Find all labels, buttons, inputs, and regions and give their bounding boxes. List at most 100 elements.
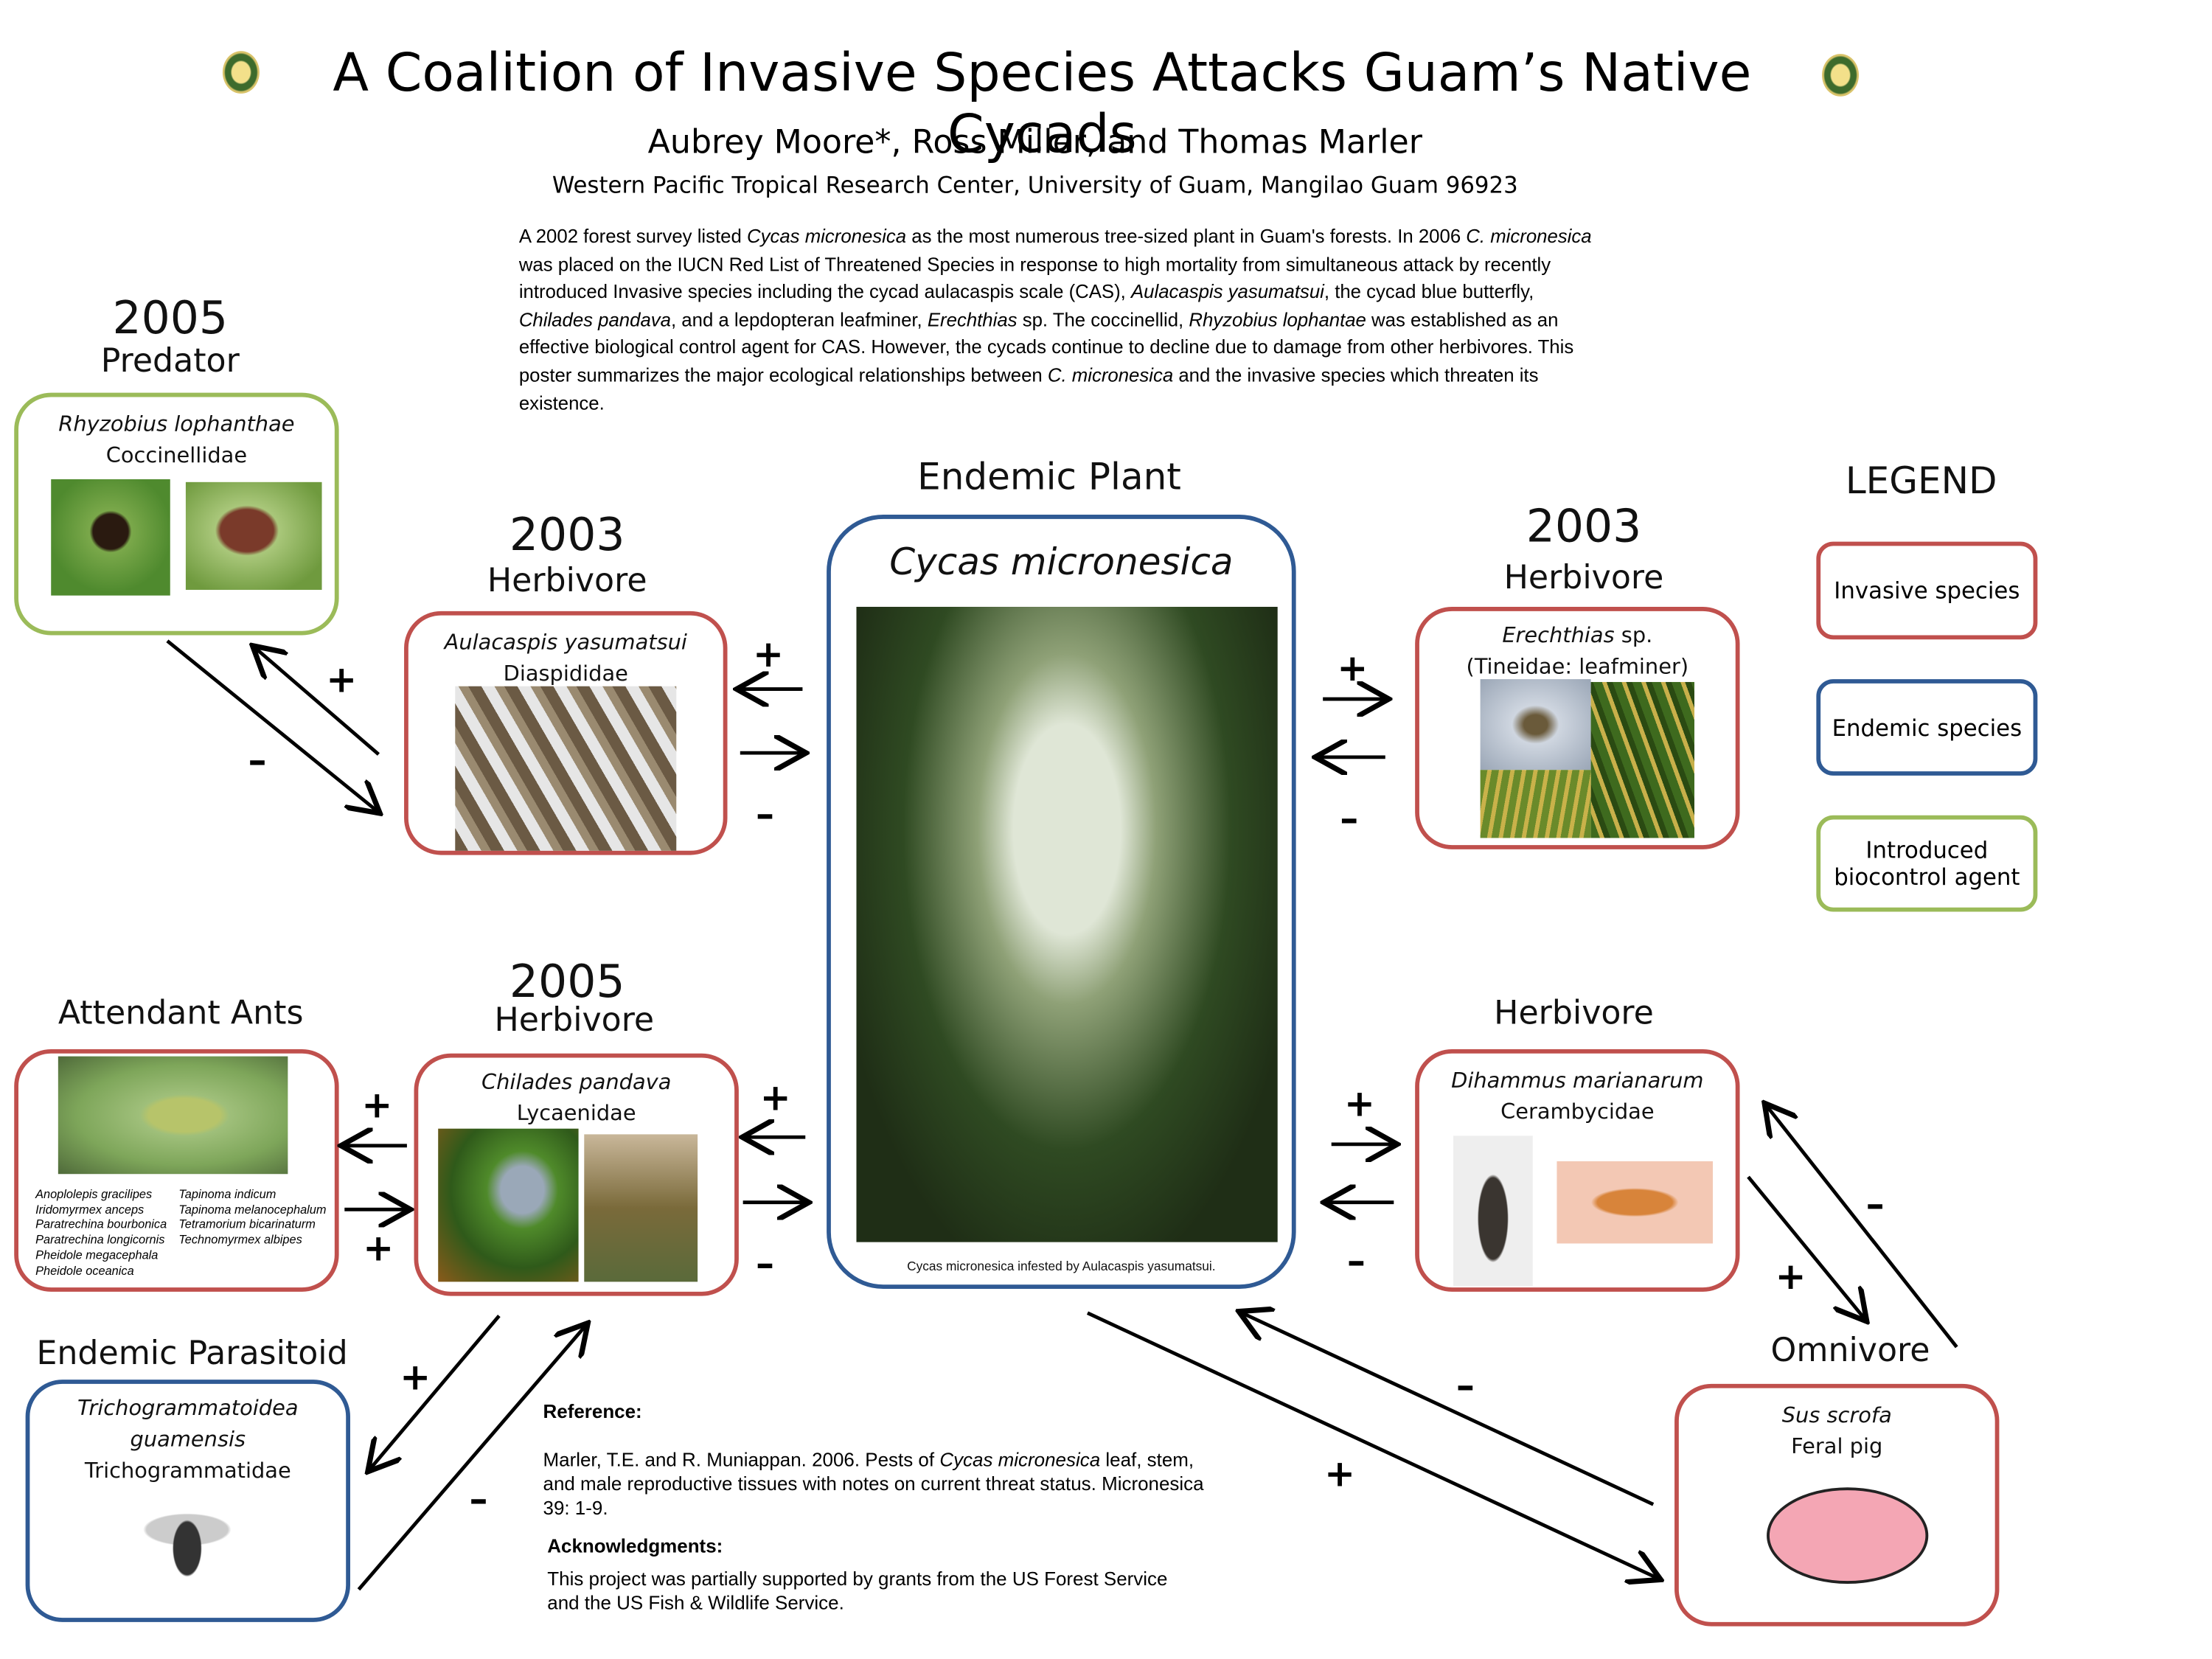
arrow [1242,1313,1655,1506]
larvae-photo [584,1134,698,1282]
negative-effect-sign: – [755,793,774,837]
arrow [1767,1106,1958,1349]
ant-species: Tetramorium bicarinaturm [178,1217,316,1231]
positive-effect-sign: + [361,1085,393,1127]
dihammus-box: Dihammus marianarum Cerambycidae [1415,1049,1740,1292]
aulacaspis-role: Herbivore [487,563,647,600]
cycas-photo [856,607,1278,1242]
parasitoid-heading: Endemic Parasitoid [36,1335,348,1373]
ant-species: Technomyrmex albipes [178,1232,302,1247]
species-name: Sus scrofa [1781,1402,1892,1428]
legend-invasive: Invasive species [1816,541,2038,640]
arrow [166,639,378,811]
legend-label: Introduced biocontrol agent [1834,836,2020,891]
erechthias-role: Herbivore [1503,560,1664,597]
positive-effect-sign: + [400,1357,431,1400]
positive-effect-sign: + [753,633,785,677]
negative-effect-sign: – [1455,1365,1475,1408]
wasp-drawing [111,1486,262,1611]
positive-effect-sign: + [1324,1453,1355,1496]
pig-cartoon-icon [1767,1487,1929,1584]
erechthias-year: 2003 [1526,498,1642,553]
plant-box: Cycas micronesica Cycas micronesica infe… [827,515,1296,1290]
family-name: Diaspididae [503,661,628,686]
seal-icon-left [222,51,260,94]
arrow [357,1326,586,1591]
grub-photo [1557,1161,1713,1244]
family-name: Lycaenidae [516,1100,636,1126]
negative-effect-sign: – [1865,1183,1885,1227]
ant-species: Paratrechina bourbonica [35,1217,167,1231]
positive-effect-sign: + [326,659,358,702]
abstract-segment: A 2002 forest survey listed [518,225,748,247]
ant-species: Tapinoma melanocephalum [178,1202,327,1217]
moth-photo [1480,679,1591,771]
arrow [1086,1311,1658,1579]
positive-effect-sign: + [363,1228,394,1271]
genus: Erechthias [1502,622,1615,648]
ant-species: Anoplolepis gracilipes [35,1186,153,1201]
positive-effect-sign: + [1775,1256,1806,1299]
abstract-segment: , and a lepdopteran leafminer, [670,308,928,330]
abstract-segment: sp. The coccinellid, [1017,308,1189,330]
species-suffix: sp. [1614,622,1653,648]
photo-caption: Cycas micronesica infested by Aulacaspis… [907,1259,1216,1273]
negative-effect-sign: – [1346,1240,1366,1284]
abstract-segment: Rhyzobius lophantae [1189,308,1366,330]
ack-text: This project was partially supported by … [547,1568,1168,1614]
abstract-segment: Cycas micronesica [747,225,907,247]
species-name: Erechthias sp. [1419,622,1736,648]
species-name: Cycas micronesica [889,541,1234,585]
legend-title: LEGEND [1845,460,1997,504]
parasitoid-box: Trichogrammatoidea guamensis Trichogramm… [25,1380,350,1622]
negative-effect-sign: – [1340,798,1359,841]
reference-text-2: leaf, stem, and male reproductive tissue… [543,1449,1204,1519]
family-name: Feral pig [1791,1433,1883,1459]
negative-effect-sign: – [469,1478,488,1522]
ack-heading: Acknowledgments: [547,1535,723,1557]
reference-italic: Cycas micronesica [939,1449,1101,1471]
predator-box: Rhyzobius lophanthae Coccinellidae [14,392,339,636]
acknowledgments: Acknowledgments: This project was partia… [547,1534,1171,1615]
arrow [1747,1175,1865,1318]
authors: Aubrey Moore*, Ross Miller, and Thomas M… [647,125,1422,162]
species-name: Aulacaspis yasumatsui [444,629,687,655]
species-name: Rhyzobius lophanthae [58,411,295,437]
poster-title: A Coalition of Invasive Species Attacks … [333,42,1752,165]
family-name: Cerambycidae [1500,1099,1655,1124]
affiliation: Western Pacific Tropical Research Center… [552,171,1518,199]
abstract-segment: was established as an effective biologic… [518,308,1574,386]
positive-effect-sign: + [759,1077,791,1121]
arrow [255,648,380,756]
seal-icon-right [1822,54,1860,97]
dihammus-role: Herbivore [1494,995,1654,1032]
abstract-segment: , the cycad blue butterfly, [1324,281,1534,302]
leaf-photo [1480,770,1591,838]
legend-endemic: Endemic species [1816,679,2038,776]
ant-species: Pheidole oceanica [35,1262,134,1277]
legend-label: Endemic species [1832,714,2023,741]
leaf-damage-photo [1590,681,1694,838]
butterfly-photo [438,1128,579,1282]
erechthias-box: Erechthias sp. (Tineidae: leafminer) [1415,607,1740,849]
chilades-box: Chilades pandava Lycaenidae [414,1053,739,1296]
legend-introduced: Introduced biocontrol agent [1816,815,2038,912]
species-name: Dihammus marianarum [1451,1068,1704,1093]
ant-species: Tapinoma indicum [178,1186,276,1201]
abstract: A 2002 forest survey listed Cycas micron… [519,223,1596,417]
beetle-photo [1453,1135,1533,1287]
abstract-segment: Aulacaspis yasumatsui [1130,281,1324,302]
ants-heading: Attendant Ants [58,995,304,1032]
aulacaspis-box: Aulacaspis yasumatsui Diaspididae [404,611,728,855]
pig-role: Omnivore [1770,1332,1930,1370]
species-name: Chilades pandava [481,1068,672,1095]
ant-species: Iridomyrmex anceps [35,1202,145,1217]
abstract-segment: Chilades pandava [518,308,671,330]
positive-effect-sign: + [1344,1083,1375,1126]
scale-insect-photo [455,686,677,851]
negative-effect-sign: – [248,740,267,783]
plant-heading: Endemic Plant [917,456,1181,499]
